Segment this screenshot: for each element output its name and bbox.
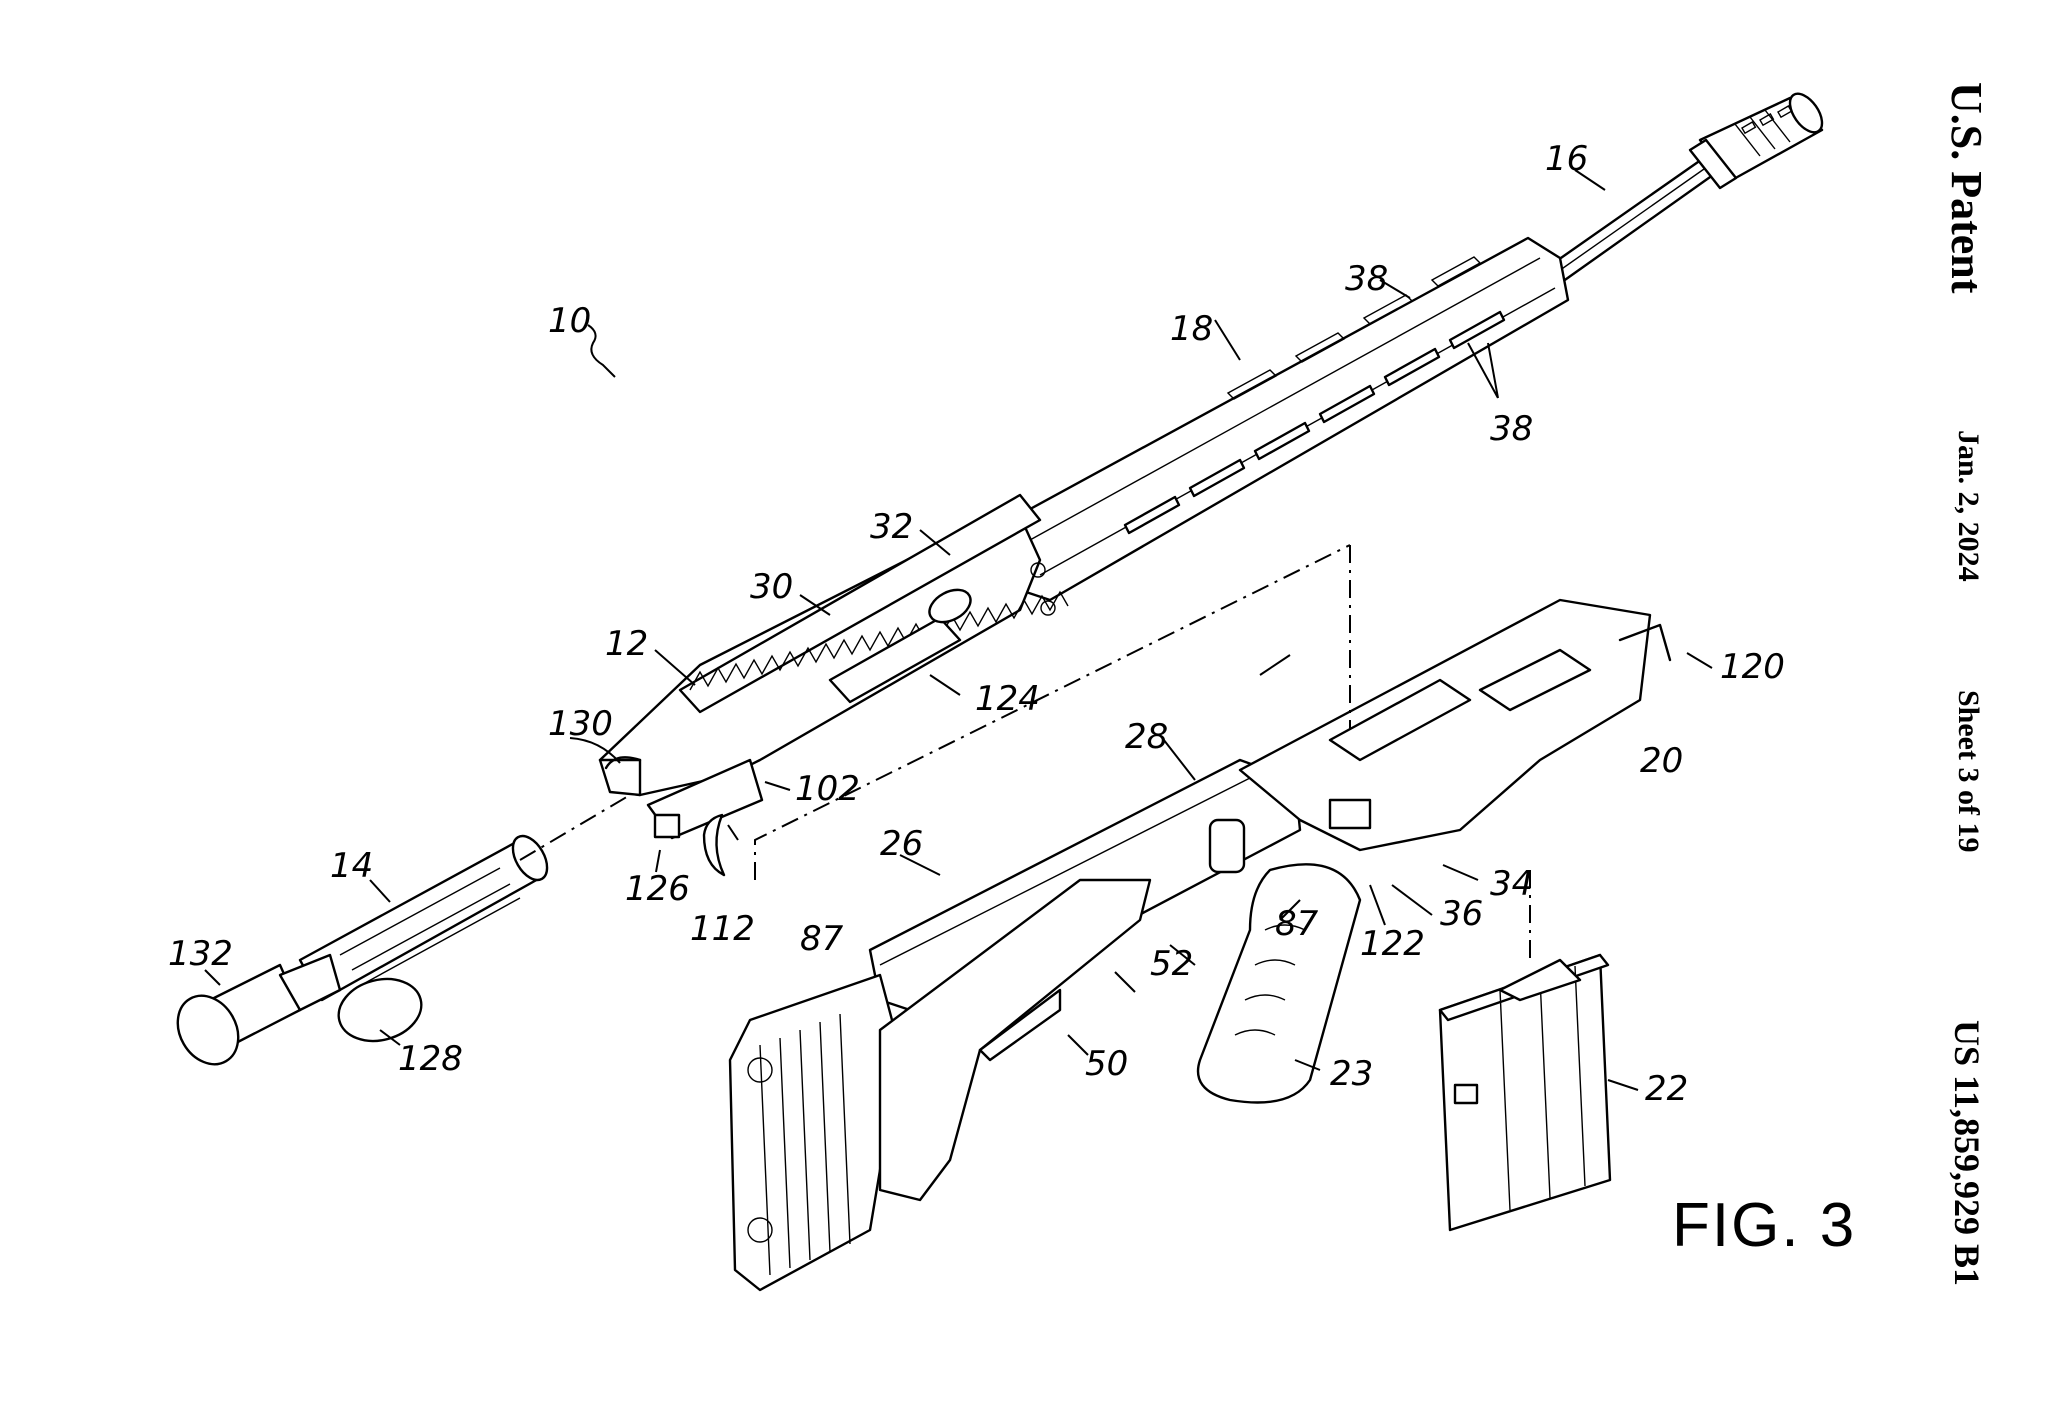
ref-132: 132 bbox=[168, 934, 233, 974]
exploded-rifle-drawing: 10 12 14 16 18 20 22 23 26 28 30 32 34 3… bbox=[168, 92, 1824, 1292]
ref-128: 128 bbox=[398, 1039, 463, 1079]
handguard-top-slots bbox=[1226, 256, 1482, 400]
ref-87-grip: 87 bbox=[1275, 904, 1319, 944]
figure-label: FIG. 3 bbox=[1672, 1191, 1857, 1260]
patent-date: Jan. 2, 2024 bbox=[1952, 430, 1985, 582]
ref-36: 36 bbox=[1440, 894, 1483, 934]
reference-numerals: 10 12 14 16 18 20 22 23 26 28 30 32 34 3… bbox=[168, 139, 1785, 1109]
ref-28: 28 bbox=[1125, 717, 1168, 757]
ref-38-top: 38 bbox=[1345, 259, 1388, 299]
ref-10: 10 bbox=[548, 301, 591, 341]
barrel bbox=[1546, 92, 1824, 284]
ref-50: 50 bbox=[1085, 1044, 1128, 1084]
leader-lines bbox=[204, 169, 1713, 1091]
ref-34: 34 bbox=[1490, 864, 1533, 904]
sheet-number: Sheet 3 of 19 bbox=[1952, 690, 1985, 853]
ref-18: 18 bbox=[1170, 309, 1213, 349]
ref-120: 120 bbox=[1720, 647, 1785, 687]
ref-102: 102 bbox=[795, 769, 860, 809]
ref-23: 23 bbox=[1330, 1054, 1373, 1094]
stock-assembly bbox=[728, 758, 1362, 1292]
handguard-and-upper-receiver bbox=[598, 236, 1570, 877]
ref-16: 16 bbox=[1545, 139, 1588, 179]
ref-32: 32 bbox=[870, 507, 913, 547]
ref-126: 126 bbox=[625, 869, 690, 909]
ref-87-stock: 87 bbox=[800, 919, 844, 959]
handguard-side-slots bbox=[1123, 310, 1506, 535]
ref-52: 52 bbox=[1150, 944, 1193, 984]
ref-124: 124 bbox=[975, 679, 1040, 719]
assembly-centerlines bbox=[519, 544, 1531, 965]
patent-office-header: U.S. Patent bbox=[1942, 82, 1991, 294]
ref-22: 22 bbox=[1645, 1069, 1688, 1109]
magazine bbox=[1438, 953, 1612, 1232]
ref-122: 122 bbox=[1360, 924, 1425, 964]
ref-130: 130 bbox=[548, 704, 613, 744]
ref-30: 30 bbox=[750, 567, 793, 607]
lower-receiver bbox=[1238, 598, 1672, 852]
ref-20: 20 bbox=[1640, 741, 1683, 781]
receiver-rail bbox=[678, 493, 1069, 714]
ref-26: 26 bbox=[880, 824, 923, 864]
patent-number: US 11,859,929 B1 bbox=[1947, 1020, 1987, 1287]
ref-12: 12 bbox=[605, 624, 648, 664]
ref-38-side: 38 bbox=[1490, 409, 1533, 449]
ref-112: 112 bbox=[690, 909, 755, 949]
ref-14: 14 bbox=[330, 846, 373, 886]
bolt-assembly bbox=[176, 834, 549, 1066]
